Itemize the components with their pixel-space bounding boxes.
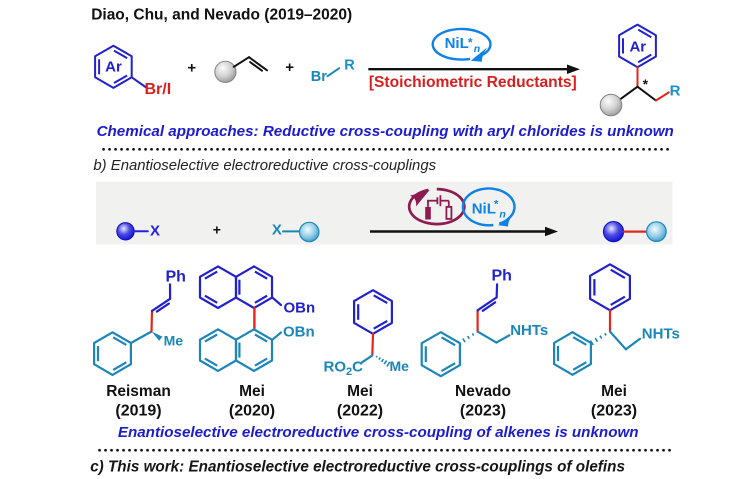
- svg-text:+: +: [285, 59, 294, 76]
- svg-text:Ar: Ar: [629, 38, 646, 55]
- svg-text:Me: Me: [164, 332, 184, 348]
- svg-text:Diao, Chu, and Nevado (2019–20: Diao, Chu, and Nevado (2019–2020): [91, 6, 352, 23]
- svg-text:Reisman: Reisman: [106, 383, 171, 400]
- svg-text:RO2C: RO2C: [324, 359, 364, 379]
- svg-text:*: *: [494, 199, 499, 211]
- svg-text:Ph: Ph: [492, 268, 512, 285]
- svg-text:NHTs: NHTs: [510, 322, 548, 339]
- svg-text:Nevado: Nevado: [455, 383, 511, 400]
- svg-text:(2023): (2023): [591, 402, 637, 419]
- svg-text:Br/I: Br/I: [145, 81, 172, 98]
- svg-text:Br: Br: [311, 69, 327, 85]
- svg-text:b) Enantioselective electrored: b) Enantioselective electroreductive cro…: [93, 158, 436, 174]
- svg-text:NiL: NiL: [445, 35, 469, 52]
- svg-text:Ar: Ar: [105, 58, 122, 75]
- svg-text:X: X: [150, 222, 160, 239]
- svg-text:Mei: Mei: [347, 383, 373, 400]
- svg-text:Mei: Mei: [601, 383, 627, 400]
- svg-text:+: +: [187, 59, 196, 76]
- svg-text:(2023): (2023): [460, 402, 506, 419]
- svg-text:n: n: [474, 43, 480, 55]
- svg-text:+: +: [213, 221, 221, 237]
- svg-text:[Stoichiometric Reductants]: [Stoichiometric Reductants]: [369, 74, 577, 91]
- svg-text:*: *: [643, 77, 649, 92]
- svg-text:(2020): (2020): [229, 402, 275, 419]
- svg-text:X: X: [272, 221, 282, 238]
- svg-text:*: *: [468, 36, 473, 50]
- svg-text:(2022): (2022): [337, 402, 383, 419]
- svg-text:OBn: OBn: [283, 324, 315, 341]
- svg-text:Mei: Mei: [239, 383, 265, 400]
- svg-text:Ph: Ph: [166, 269, 186, 286]
- svg-text:Enantioselective electroreduct: Enantioselective electroreductive cross-…: [118, 424, 639, 441]
- svg-text:NHTs: NHTs: [642, 325, 680, 342]
- svg-text:OBn: OBn: [284, 299, 316, 316]
- svg-text:Chemical approaches: Reductive: Chemical approaches: Reductive cross-cou…: [97, 123, 674, 140]
- svg-text:(2019): (2019): [115, 402, 161, 419]
- svg-text:R: R: [670, 83, 681, 100]
- svg-text:Me: Me: [390, 358, 410, 374]
- svg-text:n: n: [499, 208, 505, 220]
- svg-text:c) This work: Enantioselective: c) This work: Enantioselective electrore…: [90, 459, 625, 476]
- svg-text:NiL: NiL: [472, 200, 496, 217]
- svg-text:R: R: [344, 57, 355, 73]
